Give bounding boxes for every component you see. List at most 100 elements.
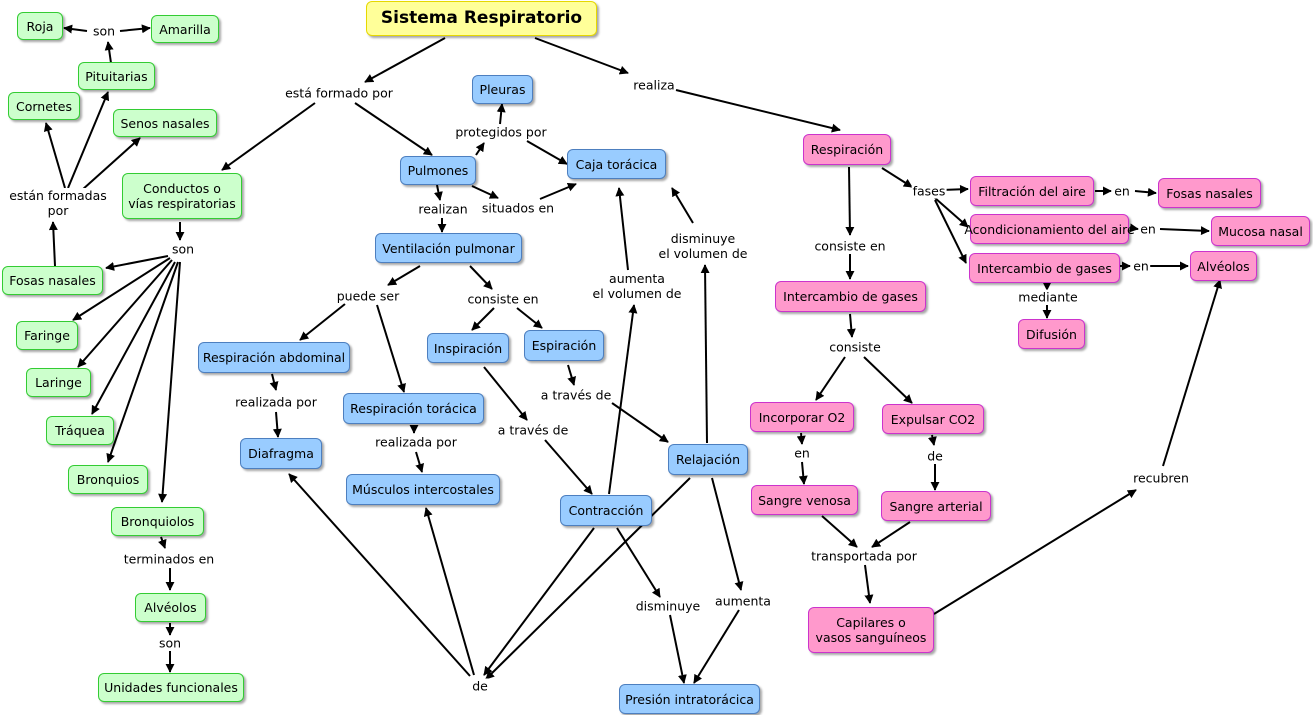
node-capilares-line2: vasos sanguíneos	[815, 630, 927, 645]
node-pleuras[interactable]: Pleuras	[472, 75, 533, 104]
edge	[354, 102, 433, 156]
node-title[interactable]: Sistema Respiratorio	[366, 1, 597, 36]
edge	[846, 313, 856, 338]
node-mucosa-nasal[interactable]: Mucosa nasal	[1211, 216, 1310, 246]
label-aumenta: aumenta	[714, 593, 772, 609]
node-espiracion[interactable]: Espiración	[524, 330, 604, 361]
node-sangre-arterial[interactable]: Sangre arterial	[881, 491, 991, 521]
edge	[615, 187, 629, 271]
node-intercambio-de-gases-fase[interactable]: Intercambio de gases	[969, 253, 1120, 283]
label-transportada-por: transportada por	[810, 548, 918, 564]
node-roja[interactable]: Roja	[17, 12, 63, 40]
edge	[376, 304, 406, 393]
node-incorporar-o2[interactable]: Incorporar O2	[750, 402, 854, 432]
label-disminuye-volumen: disminuye el volumen de	[657, 231, 749, 261]
edge	[516, 307, 543, 329]
node-expulsar-co2[interactable]: Expulsar CO2	[882, 404, 984, 434]
edge	[485, 477, 691, 680]
node-presion-intratoracica[interactable]: Presión intratorácica	[619, 684, 760, 714]
node-fosas-nasales-green[interactable]: Fosas nasales	[2, 266, 103, 295]
edge	[423, 507, 475, 676]
edge	[158, 536, 167, 549]
label-consiste-en-ventilacion: consiste en	[466, 291, 540, 307]
edge	[1129, 223, 1139, 233]
node-musculos-intercostales[interactable]: Músculos intercostales	[346, 474, 500, 505]
edge	[483, 366, 528, 421]
label-de-bottom: de	[471, 678, 489, 694]
edge	[871, 521, 911, 548]
node-respiracion[interactable]: Respiración	[803, 134, 891, 165]
label-a-traves-de-2: a través de	[496, 422, 570, 438]
label-realizan: realizan	[417, 201, 469, 217]
label-a-traves-de-1: a través de	[539, 387, 613, 403]
edge	[693, 609, 740, 684]
node-respiracion-abdominal[interactable]: Respiración abdominal	[198, 342, 350, 373]
edge	[48, 221, 58, 267]
edge	[272, 411, 282, 438]
label-estan-formadas-line2: por	[47, 203, 69, 218]
node-unidades-funcionales[interactable]: Unidades funcionales	[98, 673, 244, 702]
node-laringe[interactable]: Laringe	[26, 368, 91, 397]
edge	[671, 187, 694, 224]
edge	[927, 434, 937, 446]
edge	[881, 167, 913, 188]
label-estan-formadas: están formadas por	[8, 188, 108, 218]
label-realiza: realiza	[632, 77, 676, 93]
edge	[471, 185, 499, 199]
node-difusion[interactable]: Difusión	[1018, 319, 1085, 349]
node-conductos[interactable]: Conductos o vías respiratorias	[122, 173, 242, 219]
edge	[469, 265, 493, 290]
node-bronquios[interactable]: Bronquios	[68, 465, 148, 494]
node-contraccion[interactable]: Contracción	[560, 495, 652, 526]
node-filtracion-del-aire[interactable]: Filtración del aire	[970, 176, 1094, 206]
edge	[475, 142, 485, 156]
edge	[496, 103, 506, 125]
node-pulmones[interactable]: Pulmones	[400, 156, 476, 185]
node-respiracion-toracica[interactable]: Respiración torácica	[343, 393, 484, 424]
node-senos-nasales[interactable]: Senos nasales	[113, 109, 217, 137]
edge	[796, 432, 806, 445]
node-fosas-nasales-pink[interactable]: Fosas nasales	[1158, 178, 1261, 208]
edge	[105, 255, 169, 271]
node-pituitarias[interactable]: Pituitarias	[78, 62, 155, 90]
node-conductos-line2: vías respiratorias	[128, 196, 236, 211]
edge	[72, 257, 171, 321]
label-consiste-en-respiracion: consiste en	[813, 238, 887, 254]
edge	[611, 402, 669, 443]
node-alveolos-pink[interactable]: Alvéolos	[1190, 251, 1257, 281]
edge	[933, 489, 1137, 615]
node-diafragma[interactable]: Diafragma	[240, 438, 322, 469]
node-acondicionamiento-del-aire[interactable]: Acondicionamiento del aire	[964, 214, 1135, 244]
label-en-4: en	[793, 445, 811, 461]
node-intercambio-de-gases[interactable]: Intercambio de gases	[775, 281, 926, 312]
edge	[91, 261, 176, 415]
edge	[67, 91, 110, 189]
edge	[934, 199, 967, 264]
label-en-2: en	[1139, 221, 1157, 237]
edge	[387, 265, 421, 286]
label-situados-en: situados en	[480, 200, 556, 216]
edge	[63, 24, 88, 34]
node-ventilacion-pulmonar[interactable]: Ventilación pulmonar	[375, 233, 522, 263]
label-protegidos-por: protegidos por	[454, 124, 548, 140]
node-faringe[interactable]: Faringe	[16, 321, 78, 350]
node-bronquiolos[interactable]: Bronquiolos	[111, 507, 204, 536]
node-traquea[interactable]: Tráquea	[46, 416, 114, 445]
label-disminuye: disminuye	[634, 598, 702, 614]
node-cornetes[interactable]: Cornetes	[8, 92, 80, 120]
edge	[299, 303, 346, 341]
node-relajacion[interactable]: Relajación	[668, 444, 748, 475]
edge	[471, 307, 495, 331]
edge	[106, 261, 179, 463]
label-consiste: consiste	[828, 339, 882, 355]
node-capilares[interactable]: Capilares o vasos sanguíneos	[808, 607, 934, 653]
node-sangre-venosa[interactable]: Sangre venosa	[751, 485, 858, 515]
edge	[288, 473, 471, 677]
node-alveolos-green[interactable]: Alvéolos	[135, 593, 206, 622]
node-caja-toracica[interactable]: Caja torácica	[567, 149, 666, 179]
node-inspiracion[interactable]: Inspiración	[427, 333, 509, 363]
edge	[104, 41, 114, 64]
node-amarilla[interactable]: Amarilla	[151, 15, 219, 43]
edge	[1162, 279, 1222, 467]
edge	[483, 527, 595, 676]
